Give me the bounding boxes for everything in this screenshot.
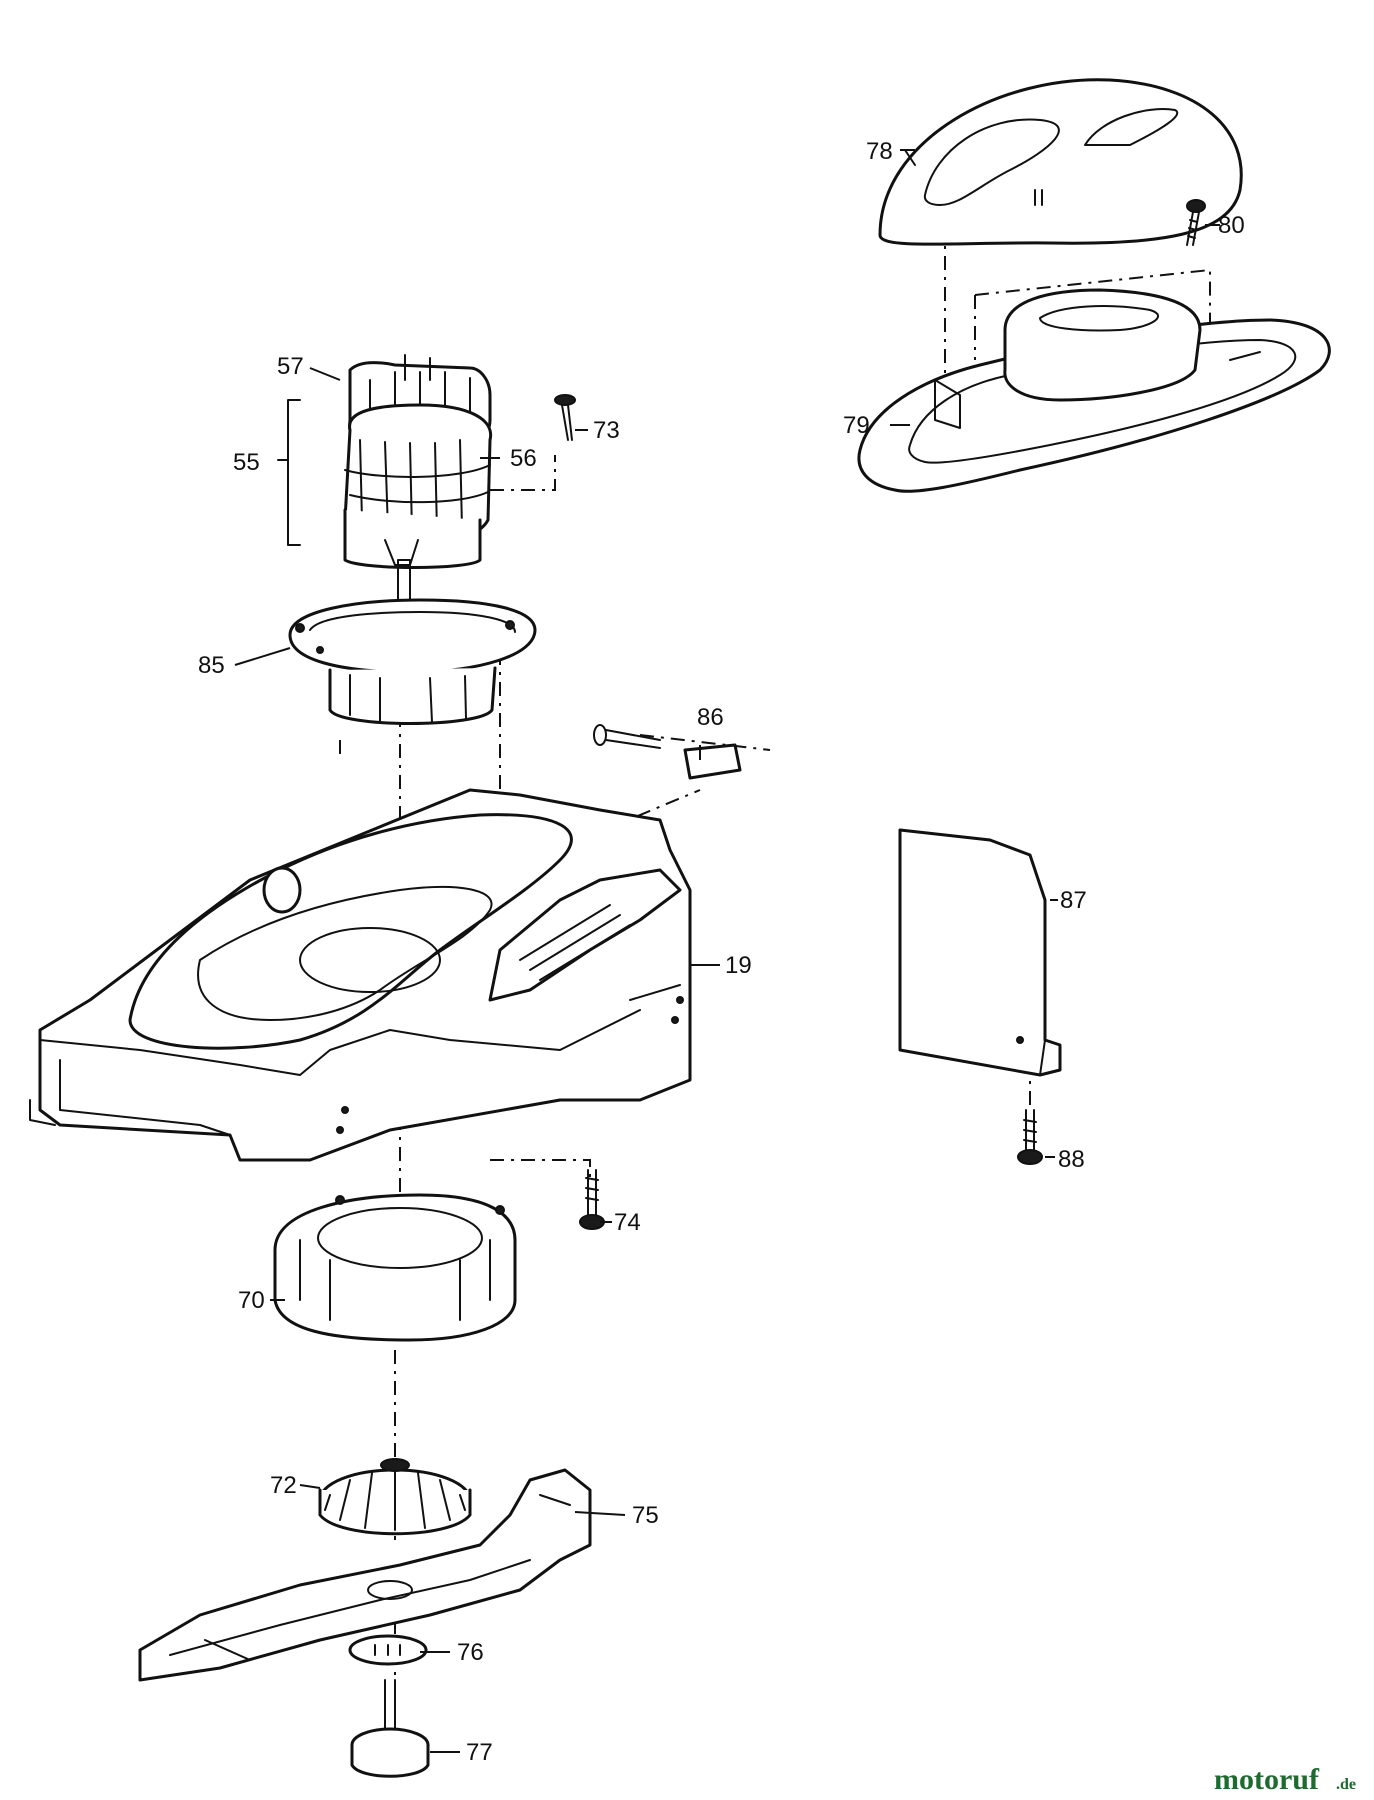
callout-55: 55 xyxy=(233,449,260,476)
callout-88: 88 xyxy=(1058,1146,1085,1173)
fan-impeller xyxy=(318,1458,472,1536)
screw-80 xyxy=(1186,199,1206,246)
watermark-suffix: .de xyxy=(1336,1776,1356,1793)
callout-78: 78 xyxy=(866,138,893,165)
cutting-blade xyxy=(138,1468,592,1682)
washer xyxy=(348,1634,428,1666)
callout-86: 86 xyxy=(697,704,724,731)
deck-housing xyxy=(29,788,692,1162)
screw-88 xyxy=(1017,1109,1043,1165)
callout-87: 87 xyxy=(1060,887,1087,914)
grass-deflector xyxy=(898,828,1062,1077)
callout-72: 72 xyxy=(270,1472,297,1499)
callout-79: 79 xyxy=(843,412,870,439)
blade-bolt xyxy=(350,1679,430,1778)
callout-70: 70 xyxy=(238,1287,265,1314)
callout-56: 56 xyxy=(510,445,537,472)
motoruf-watermark: motoruf .de xyxy=(1214,1763,1356,1796)
bolt-86 xyxy=(593,724,742,780)
callout-85: 85 xyxy=(198,652,225,679)
watermark-text: motoruf xyxy=(1214,1763,1320,1796)
callout-labels: 57 55 56 73 85 86 19 74 70 72 75 76 77 7… xyxy=(198,138,1245,1766)
group-bracket-55 xyxy=(277,399,301,546)
callout-73: 73 xyxy=(593,417,620,444)
base-plate xyxy=(857,288,1331,493)
callout-57: 57 xyxy=(277,353,304,380)
motor xyxy=(343,354,493,601)
top-cover xyxy=(878,78,1243,246)
callout-77: 77 xyxy=(466,1739,493,1766)
callout-75: 75 xyxy=(632,1502,659,1529)
leader-lines xyxy=(234,149,1220,1753)
motor-mount xyxy=(288,598,537,725)
screw-74 xyxy=(579,1169,605,1230)
callout-19: 19 xyxy=(725,952,752,979)
callout-76: 76 xyxy=(457,1639,484,1666)
fan-housing xyxy=(273,1193,517,1342)
screw-73 xyxy=(554,394,576,441)
callout-80: 80 xyxy=(1218,212,1245,239)
callout-74: 74 xyxy=(614,1209,641,1236)
